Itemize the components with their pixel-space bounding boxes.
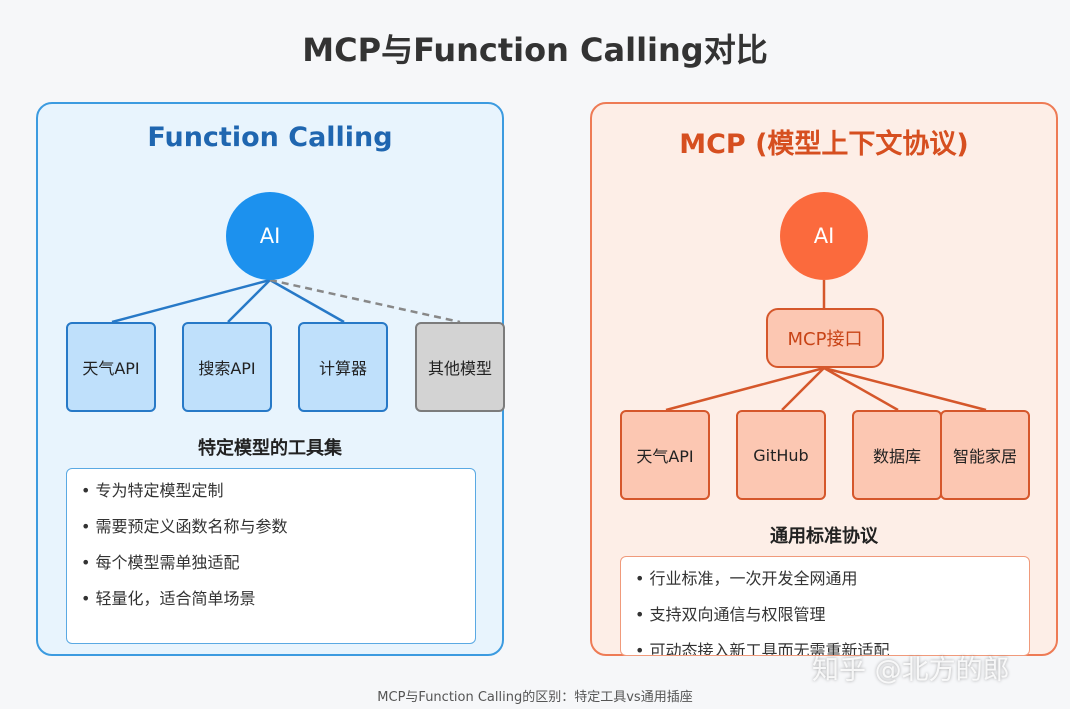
connector-calculator [269,278,345,324]
function-calling-features: 专为特定模型定制 需要预定义函数名称与参数 每个模型需单独适配 轻量化，适合简单… [66,468,476,644]
tool-box-smart-home: 智能家居 [940,410,1030,500]
connector-github [781,367,825,411]
tool-box-github: GitHub [736,410,826,500]
list-item: 需要预定义函数名称与参数 [81,515,461,551]
watermark: 知乎 @北方的郎 [812,655,1010,686]
mcp-subhead: 通用标准协议 [770,526,878,547]
mcp-panel: MCP (模型上下文协议) AI MCP接口 天气API GitHub 数据库 … [590,102,1058,656]
connector-smart-home [823,366,987,412]
list-item: 可动态接入新工具而无需重新适配 [635,639,1015,655]
function-calling-subhead: 特定模型的工具集 [198,438,342,459]
ai-node: AI [780,192,868,280]
tool-box-weather: 天气API [66,322,156,412]
list-item: 专为特定模型定制 [81,479,461,515]
ai-node: AI [226,192,314,280]
figure-caption: MCP与Function Calling的区别：特定工具vs通用插座 [377,690,693,705]
page-title: MCP与Function Calling对比 [302,31,768,69]
connector-search [227,279,271,323]
list-item: 行业标准，一次开发全网通用 [635,567,1015,603]
mcp-title: MCP (模型上下文协议) [679,129,969,160]
list-item: 每个模型需单独适配 [81,551,461,587]
connector-database [823,366,899,412]
list-item: 支持双向通信与权限管理 [635,603,1015,639]
tool-box-calculator: 计算器 [298,322,388,412]
tool-box-search: 搜索API [182,322,272,412]
function-calling-title: Function Calling [147,122,393,153]
tool-box-other-model: 其他模型 [415,322,505,412]
function-calling-panel: Function Calling AI 天气API 搜索API 计算器 其他模型… [36,102,505,656]
mcp-connectors [665,280,987,412]
function-calling-connectors [111,278,461,324]
connector-weather [111,278,271,324]
mcp-interface-box: MCP接口 [766,308,884,368]
list-item: 轻量化，适合简单场景 [81,587,461,623]
tool-box-database: 数据库 [852,410,942,500]
connector-weather [665,366,825,412]
connector-other-model [269,278,461,324]
mcp-features: 行业标准，一次开发全网通用 支持双向通信与权限管理 可动态接入新工具而无需重新适… [620,556,1030,656]
tool-box-weather: 天气API [620,410,710,500]
